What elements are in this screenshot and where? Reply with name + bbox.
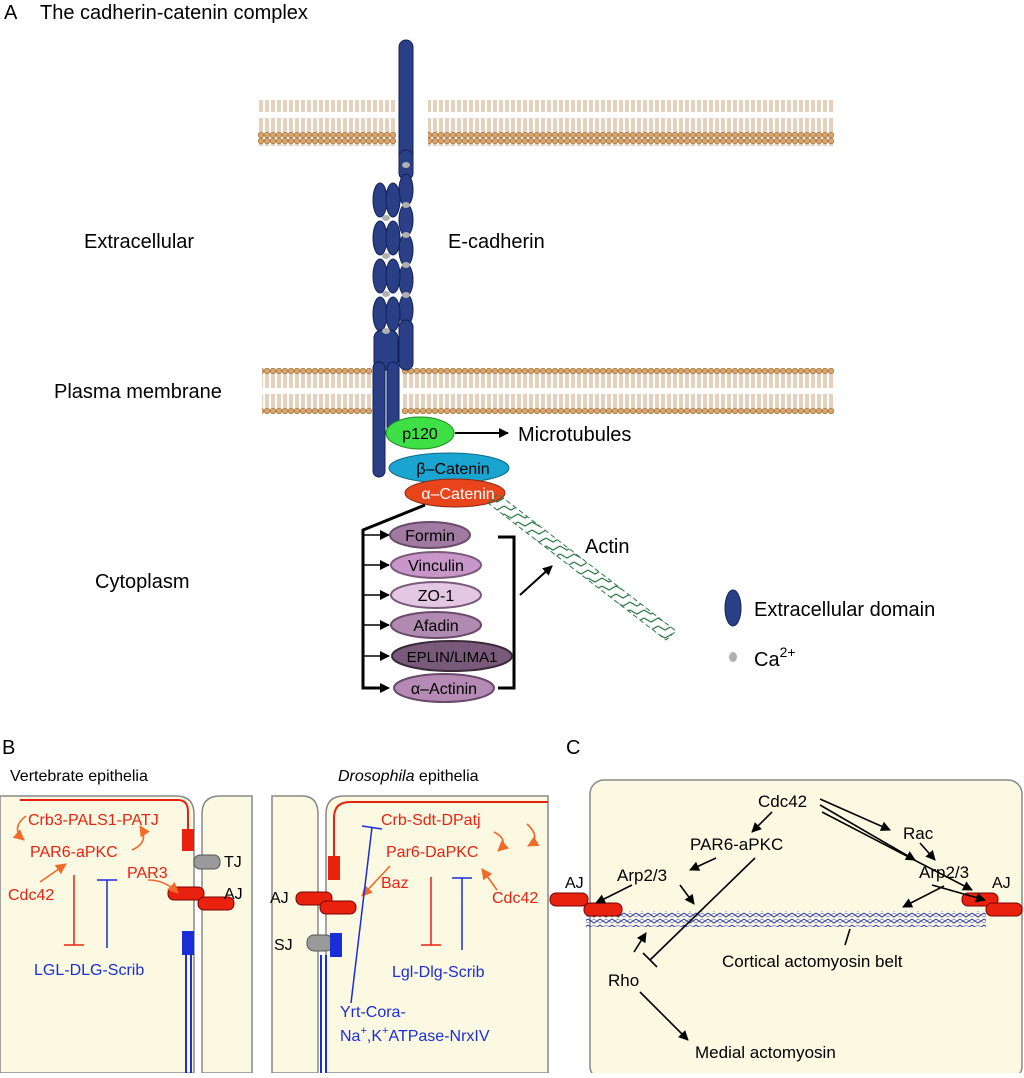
drosophila-cells — [271, 795, 549, 1074]
v-tj-label: TJ — [224, 854, 242, 871]
actin-filament — [487, 493, 677, 641]
panel-c-inhibitions — [642, 857, 851, 968]
v-crb-label: Crb3-PALS1-PATJ — [28, 812, 159, 829]
panel-c-arrows — [595, 798, 986, 1041]
drosophila-title: Drosophila epithelia — [338, 768, 479, 785]
partner-alpha-actinin: α–Actinin — [393, 673, 495, 703]
drosophila-arrows — [361, 823, 540, 897]
d-cdc42-label: Cdc42 — [492, 890, 538, 907]
vertebrate-junctions — [20, 799, 235, 955]
svg-text:ZO-1: ZO-1 — [418, 588, 455, 605]
partner-arrows — [363, 530, 390, 693]
svg-text:α–Actinin: α–Actinin — [411, 681, 477, 698]
svg-text:Afadin: Afadin — [413, 618, 458, 635]
svg-text:Vinculin: Vinculin — [408, 558, 464, 575]
e-cadherin — [372, 39, 414, 478]
d-aj-label: AJ — [270, 890, 289, 907]
legend-ca-icon — [729, 652, 737, 662]
partner-eplin-lima1: EPLIN/LIMA1 — [391, 640, 513, 672]
d-lgl-label: Lgl-Dlg-Scrib — [392, 964, 485, 981]
d-yrt-label-line1: Yrt-Cora- — [340, 1004, 406, 1021]
d-sj-label: SJ — [274, 937, 293, 954]
legend-domain-label: Extracellular domain — [754, 599, 935, 621]
d-baz-label: Baz — [381, 875, 409, 892]
drosophila-junctions — [295, 801, 548, 957]
partner-vinculin: Vinculin — [390, 551, 482, 579]
d-crb-label: Crb-Sdt-DPatj — [381, 812, 481, 829]
c-medial-label: Medial actomyosin — [695, 1043, 836, 1062]
c-arp-right-label: Arp2/3 — [919, 863, 969, 882]
partner-afadin: Afadin — [390, 611, 482, 639]
d-par6-label: Par6-DaPKC — [386, 844, 478, 861]
label-microtubules: Microtubules — [518, 424, 631, 446]
c-aj-right-label: AJ — [992, 875, 1011, 892]
legend-ca-label: Ca2+ — [754, 644, 796, 671]
vertebrate-title: Vertebrate epithelia — [10, 768, 148, 785]
v-par3-label: PAR3 — [127, 865, 168, 882]
c-par6-label: PAR6-aPKC — [690, 835, 783, 854]
v-lgl-label: LGL-DLG-Scrib — [34, 962, 144, 979]
p120-protein — [385, 416, 455, 450]
v-par6-label: PAR6-aPKC — [30, 844, 118, 861]
panel-a-letter: A — [4, 2, 18, 24]
legend-domain-icon — [724, 589, 742, 627]
label-extracellular: Extracellular — [84, 231, 194, 253]
vertebrate-inhibitions — [64, 875, 117, 948]
beta-catenin-label: β–Catenin — [416, 461, 489, 478]
label-e-cadherin: E-cadherin — [448, 231, 545, 253]
panel-a-title: The cadherin-catenin complex — [40, 2, 308, 24]
alpha-catenin-protein — [404, 478, 506, 508]
d-yrt-label-line2: Na+,K+ATPase-NrxIV — [340, 1025, 490, 1045]
c-aj-left-label: AJ — [565, 875, 584, 892]
svg-text:Formin: Formin — [405, 528, 455, 545]
vertebrate-arrows — [12, 815, 179, 894]
partners-to-actin-arrow — [519, 565, 553, 596]
cortical-actomyosin-belt — [586, 911, 986, 927]
label-cytoplasm: Cytoplasm — [95, 571, 189, 593]
panel-c-aj-left — [549, 892, 623, 917]
v-cdc42-label: Cdc42 — [8, 887, 54, 904]
partner-zo-1: ZO-1 — [390, 581, 482, 609]
top-membrane — [258, 100, 834, 146]
v-aj-label: AJ — [224, 886, 243, 903]
vertebrate-cells — [0, 795, 253, 1074]
plasma-membrane — [262, 368, 834, 414]
partner-formin: Formin — [389, 521, 471, 549]
c-cortical-label: Cortical actomyosin belt — [722, 952, 903, 971]
label-plasma-membrane: Plasma membrane — [54, 381, 222, 403]
label-actin: Actin — [585, 536, 629, 558]
partner-right-bracket — [498, 535, 516, 690]
p120-label: p120 — [402, 426, 438, 443]
panel-b-letter: B — [2, 737, 15, 759]
drosophila-inhibitions — [350, 825, 472, 1004]
c-arp-left-label: Arp2/3 — [617, 866, 667, 885]
c-rho-label: Rho — [608, 971, 639, 990]
svg-text:EPLIN/LIMA1: EPLIN/LIMA1 — [407, 649, 498, 666]
legend: Extracellular domain Ca2+ — [724, 589, 935, 671]
alpha-catenin-label: α–Catenin — [421, 486, 494, 503]
c-rac-label: Rac — [903, 824, 934, 843]
c-cdc42-label: Cdc42 — [758, 792, 807, 811]
calcium-dots — [382, 162, 410, 334]
panel-c-letter: C — [566, 737, 580, 759]
